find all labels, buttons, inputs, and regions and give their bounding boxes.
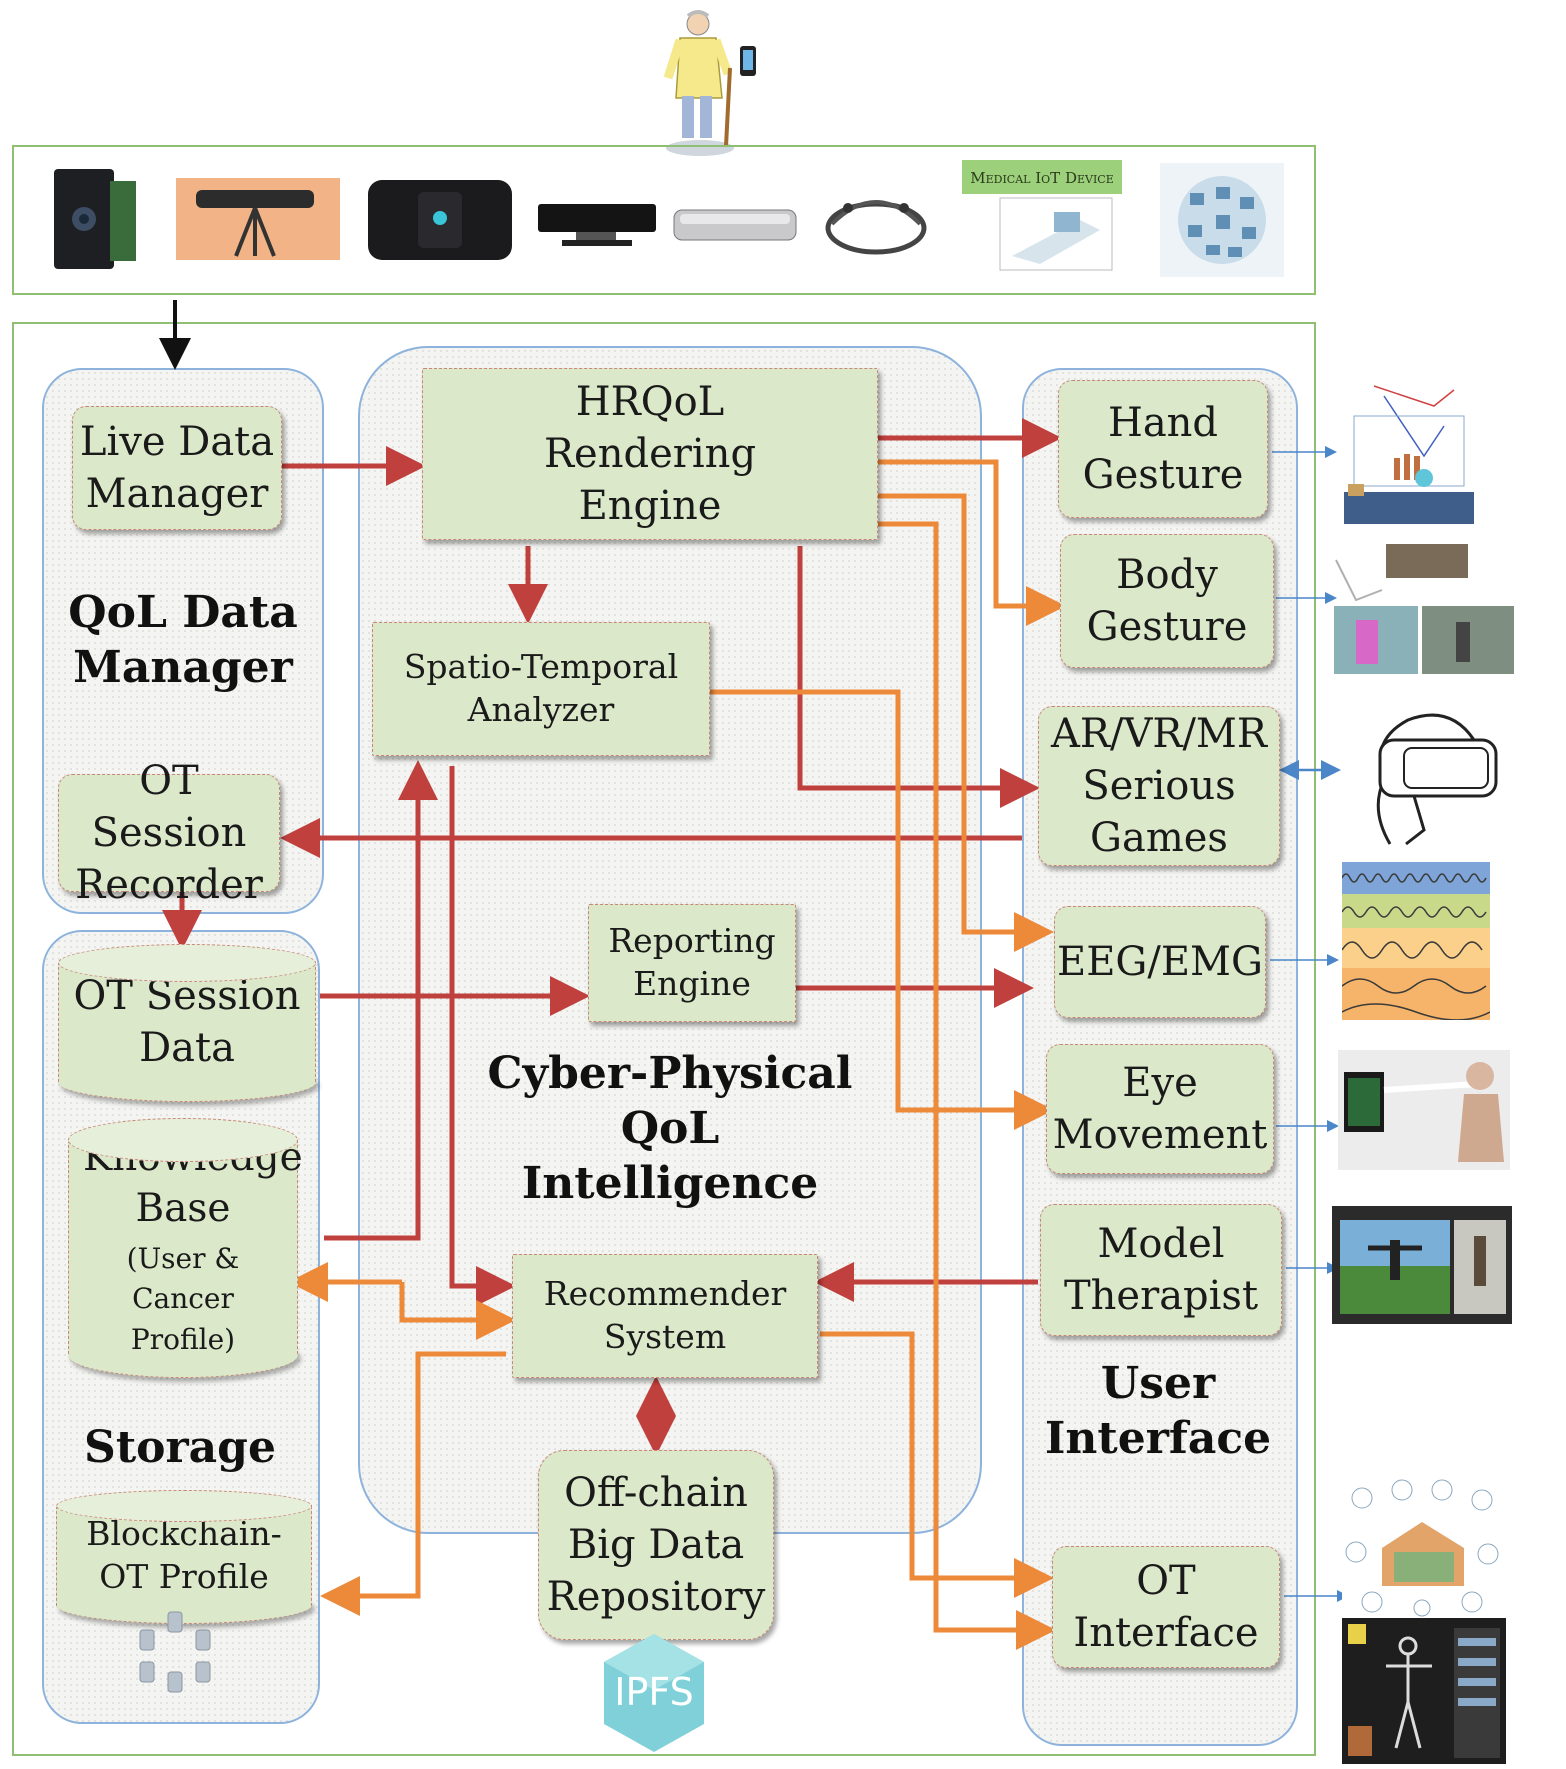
ipfs-logo-icon: IPFS	[598, 1630, 710, 1756]
body-gesture-box: Body Gesture	[1060, 534, 1274, 668]
depth-camera-tripod-icon	[176, 178, 340, 260]
knowledge-base-top	[68, 1118, 298, 1162]
eeg-emg-box: EEG/EMG	[1054, 906, 1266, 1018]
iot-network-icon	[1160, 163, 1284, 277]
model-therapist-image	[1332, 1206, 1512, 1324]
blockchain-store: Blockchain- OT Profile	[56, 1490, 312, 1624]
hand-tracking-image	[1344, 366, 1474, 524]
ot-session-data-top	[58, 944, 316, 982]
eye-tracking-image	[1338, 1050, 1510, 1170]
blockchain-label: Blockchain- OT Profile	[56, 1506, 312, 1606]
medical-iot-label: Medical IoT Device	[970, 169, 1114, 187]
offchain-repository-box: Off-chain Big Data Repository	[538, 1450, 774, 1640]
ot-session-recorder-box: OT Session Recorder	[58, 758, 280, 908]
qol-data-manager-title: QoL Data Manager	[68, 587, 298, 693]
blockchain-top	[56, 1490, 312, 1522]
knowledge-base-sub-label: (User & Cancer Profile)	[126, 1241, 240, 1356]
myo-armband-icon	[366, 178, 514, 262]
hrqol-rendering-engine-box: HRQoL Rendering Engine	[422, 368, 878, 540]
knowledge-base-store: Knowledge Base (User & Cancer Profile)	[68, 1118, 303, 1378]
skeleton-interface-image	[1342, 1618, 1506, 1764]
medical-iot-device-panel: Medical IoT Device	[960, 160, 1124, 274]
leap-motion-icon	[672, 206, 798, 246]
ot-session-data-store: OT Session Data	[58, 944, 316, 1102]
model-therapist-box: Model Therapist	[1040, 1204, 1282, 1336]
eeg-headset-icon	[818, 184, 934, 260]
eeg-signal-image	[1341, 862, 1491, 1021]
hand-gesture-box: Hand Gesture	[1058, 380, 1268, 518]
ar-vr-mr-serious-games-box: AR/VR/MR Serious Games	[1038, 706, 1280, 866]
knowledge-base-body: Knowledge Base (User & Cancer Profile)	[68, 1135, 303, 1356]
vr-headset-image	[1350, 700, 1502, 854]
distributed-nodes-icon	[126, 1610, 226, 1694]
patient-figure	[640, 8, 780, 158]
main-frame	[12, 322, 1316, 1756]
reporting-engine-box: Reporting Engine	[588, 904, 796, 1022]
sensor-board-icon	[50, 163, 140, 275]
user-interface-title: User Interface	[1044, 1358, 1272, 1464]
smart-home-image	[1342, 1478, 1502, 1618]
ot-interface-box: OT Interface	[1052, 1546, 1280, 1668]
ipfs-label: IPFS	[614, 1670, 694, 1714]
live-data-manager-box: Live Data Manager	[72, 406, 282, 530]
devices-frame	[12, 145, 1316, 295]
kinect-sensor-icon	[536, 200, 658, 250]
ot-session-data-label: OT Session Data	[58, 962, 316, 1082]
body-gesture-image	[1326, 540, 1516, 676]
spatio-temporal-analyzer-box: Spatio-Temporal Analyzer	[372, 622, 710, 756]
recommender-system-box: Recommender System	[512, 1254, 818, 1378]
eye-movement-box: Eye Movement	[1046, 1044, 1274, 1174]
cyber-physical-title: Cyber-Physical QoL Intelligence	[487, 1047, 853, 1209]
storage-title: Storage	[84, 1421, 276, 1473]
